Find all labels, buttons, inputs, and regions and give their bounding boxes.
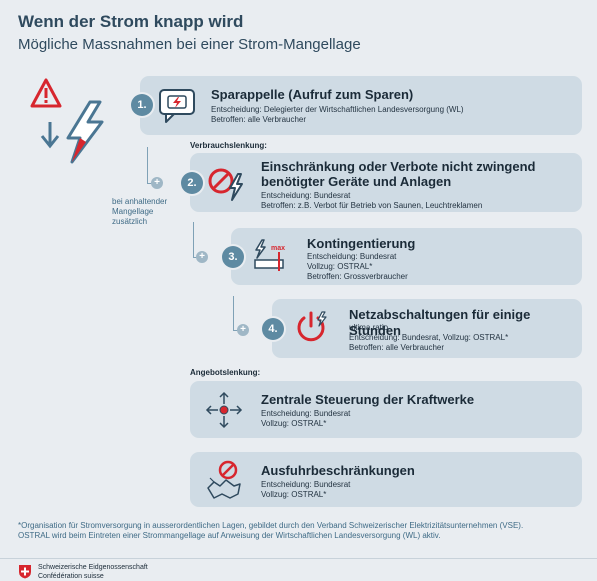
measure-card-3: Kontingentierung Entscheidung: Bundesrat… bbox=[231, 228, 582, 285]
supply-1-line2: Vollzug: OSTRAL* bbox=[261, 419, 327, 428]
speech-bubble-power-icon bbox=[159, 89, 195, 123]
measure-2-number: 2. bbox=[181, 172, 203, 194]
plus-icon: + bbox=[196, 251, 208, 263]
side-note-line-2: Mangellage bbox=[112, 207, 154, 216]
quota-max-label: max bbox=[271, 245, 286, 252]
measure-4-title: Netzabschaltungen für einige Stunden bbox=[349, 307, 531, 338]
export-restriction-icon bbox=[207, 460, 241, 499]
plus-icon: + bbox=[237, 324, 249, 336]
swiss-cross-icon bbox=[19, 565, 31, 579]
plus-icon: + bbox=[151, 177, 163, 189]
measure-3-title: Kontingentierung bbox=[307, 236, 416, 251]
page-title: Wenn der Strom knapp wird bbox=[18, 12, 244, 31]
measure-2-line2: Betroffen: z.B. Verbot für Betrieb von S… bbox=[261, 201, 483, 210]
label-supply: Angebotslenkung: bbox=[190, 368, 261, 377]
side-note-line-3: zusätzlich bbox=[112, 217, 148, 226]
footnote-line-1: *Organisation für Stromversorgung in aus… bbox=[18, 521, 524, 530]
supply-2-line1: Entscheidung: Bundesrat bbox=[261, 480, 351, 489]
measure-4-line2: Entscheidung: Bundesrat, Vollzug: OSTRAL… bbox=[349, 333, 509, 342]
measure-3-number: 3. bbox=[222, 246, 244, 268]
label-consumption: Verbrauchslenkung: bbox=[190, 141, 267, 150]
measure-4-line3: Betroffen: alle Verbraucher bbox=[349, 343, 445, 352]
supply-2-title: Ausfuhrbeschränkungen bbox=[261, 463, 415, 478]
measure-2-title-2: benötigter Geräte und Anlagen bbox=[261, 174, 452, 189]
footer-divider bbox=[0, 558, 597, 559]
measure-1-line1: Entscheidung: Delegierter der Wirtschaft… bbox=[211, 105, 464, 114]
supply-card-1: Zentrale Steuerung der Kraftwerke Entsch… bbox=[190, 381, 582, 438]
federal-line-1: Schweizerische Eidgenossenschaft bbox=[38, 564, 148, 571]
measure-4-line1: ultima ratio bbox=[349, 323, 389, 332]
side-note-line-1: bei anhaltender bbox=[112, 197, 168, 206]
power-off-icon bbox=[297, 311, 327, 342]
measure-2-line1: Entscheidung: Bundesrat bbox=[261, 191, 351, 200]
power-warning-icon bbox=[30, 78, 104, 164]
prohibited-device-icon bbox=[208, 168, 243, 201]
measure-card-2: Einschränkung oder Verbote nicht zwingen… bbox=[190, 153, 582, 212]
quota-gauge-icon bbox=[254, 239, 284, 271]
supply-1-line1: Entscheidung: Bundesrat bbox=[261, 409, 351, 418]
measure-2-title-1: Einschränkung oder Verbote nicht zwingen… bbox=[261, 159, 536, 174]
measure-4-number: 4. bbox=[262, 318, 284, 340]
measure-card-1: Sparappelle (Aufruf zum Sparen) Entschei… bbox=[140, 76, 582, 135]
supply-card-2: Ausfuhrbeschränkungen Entscheidung: Bund… bbox=[190, 452, 582, 507]
measure-1-number: 1. bbox=[131, 94, 153, 116]
measure-1-title: Sparappelle (Aufruf zum Sparen) bbox=[211, 87, 414, 102]
measure-3-line3: Betroffen: Grossverbraucher bbox=[307, 272, 408, 281]
measure-3-line2: Vollzug: OSTRAL* bbox=[307, 262, 373, 271]
measure-3-line1: Entscheidung: Bundesrat bbox=[307, 252, 397, 261]
page-subtitle: Mögliche Massnahmen bei einer Strom-Mang… bbox=[18, 36, 361, 53]
side-note: bei anhaltender Mangellage zusätzlich bbox=[112, 197, 167, 227]
measure-1-line2: Betroffen: alle Verbraucher bbox=[211, 115, 307, 124]
footnote-line-2: OSTRAL wird beim Eintreten einer Stromma… bbox=[18, 531, 441, 540]
central-control-icon bbox=[205, 391, 243, 429]
supply-2-line2: Vollzug: OSTRAL* bbox=[261, 490, 327, 499]
federal-line-2: Confédération suisse bbox=[38, 573, 104, 580]
supply-1-title: Zentrale Steuerung der Kraftwerke bbox=[261, 392, 475, 407]
